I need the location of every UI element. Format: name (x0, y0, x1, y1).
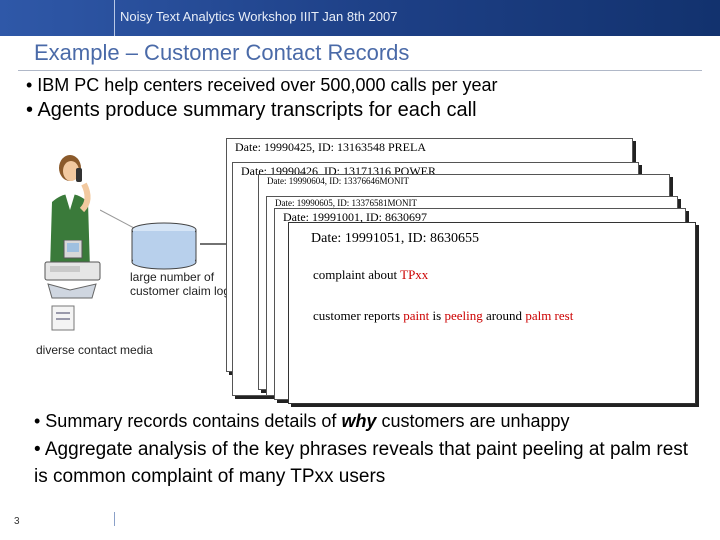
product-highlight: TPxx (400, 267, 429, 282)
logs-label: large number of customer claim logs (130, 270, 236, 298)
summary-text: customers are unhappy (376, 411, 570, 431)
complaint-text: complaint about (313, 267, 401, 282)
slide-title: Example – Customer Contact Records (34, 40, 410, 65)
footer-divider (114, 512, 115, 526)
contact-devices-icon (44, 240, 101, 331)
summary-emphasis: why (341, 411, 377, 431)
summary-text: • Summary records contains details of (34, 411, 342, 431)
header-bar: Noisy Text Analytics Workshop IIIT Jan 8… (0, 0, 720, 36)
record-header: Date: 19990604, ID: 13376646MONIT (267, 176, 409, 186)
paint-highlight: paint (403, 308, 430, 323)
highlighted-call-record: Date: 19991051, ID: 8630655 complaint ab… (288, 222, 696, 404)
workshop-title: Noisy Text Analytics Workshop IIIT Jan 8… (120, 9, 398, 24)
report-text: customer reports (313, 308, 404, 323)
bullet-calls: • IBM PC help centers received over 500,… (26, 75, 498, 95)
media-label: diverse contact media (36, 343, 153, 357)
logs-label-line2: customer claim logs (130, 284, 237, 298)
bullet-transcripts: • Agents produce summary transcripts for… (26, 99, 477, 121)
logs-label-line1: large number of (130, 270, 215, 284)
record-header: Date: 19991051, ID: 8630655 (311, 231, 479, 246)
record-header: Date: 19990425, ID: 13163548 PRELA (235, 140, 426, 154)
palm-rest-highlight: palm rest (525, 308, 574, 323)
bullet-summary: • Summary records contains details of wh… (34, 411, 570, 432)
record-header: Date: 19991001, ID: 8630697 (283, 210, 427, 224)
bullet-aggregate: • Aggregate analysis of the key phrases … (34, 439, 689, 487)
report-text: is (429, 308, 445, 323)
database-icon (131, 222, 197, 270)
report-line: customer reports paint is peeling around… (313, 308, 573, 324)
header-divider (114, 0, 115, 36)
title-divider (18, 70, 702, 71)
record-header: Date: 19990605, ID: 13376581MONIT (275, 198, 417, 208)
connector-line (100, 209, 135, 229)
slide-number: 3 (14, 516, 20, 527)
complaint-line: complaint about TPxx (313, 267, 428, 283)
peeling-highlight: peeling (444, 308, 483, 323)
report-text: around (482, 308, 526, 323)
